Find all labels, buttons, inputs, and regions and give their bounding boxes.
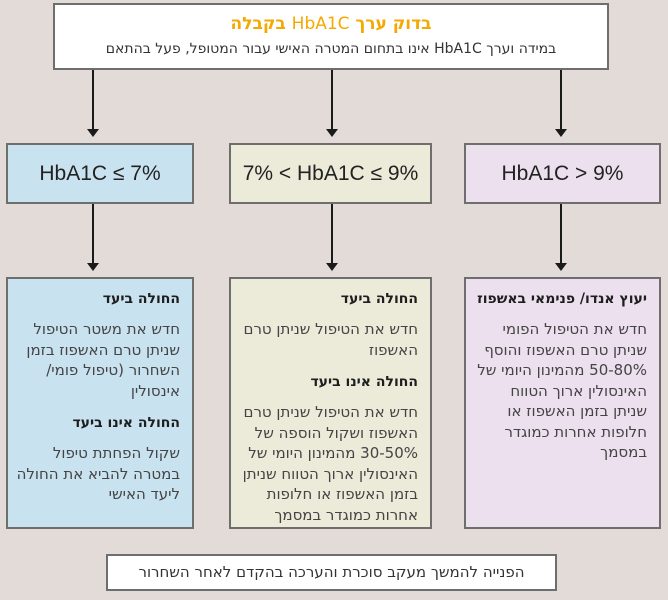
condition-label: HbA1C ≤ 7% xyxy=(39,161,161,185)
condition-label: HbA1C > 9% xyxy=(501,161,624,185)
arrow-down-icon xyxy=(87,204,99,271)
section-text: חדש את הטיפול שניתן טרם האשפוז ושקול הוס… xyxy=(242,403,418,524)
arrow-down-icon xyxy=(555,70,567,137)
section-text: חדש את הטיפול הפומי שניתן טרם האשפוז והו… xyxy=(477,320,647,461)
section-heading: החולה אינו ביעד xyxy=(72,415,180,431)
header-title-term: HbA1C xyxy=(291,14,350,34)
arrow-down-icon xyxy=(87,70,99,137)
detail-box-mid: החולה ביעד חדש את הטיפול שניתן טרם האשפו… xyxy=(229,277,432,529)
section-heading: החולה אינו ביעד xyxy=(310,374,418,390)
condition-box-mid: 7% < HbA1C ≤ 9% xyxy=(229,143,432,204)
condition-box-low: HbA1C ≤ 7% xyxy=(6,143,194,204)
footer-box: הפנייה להמשך מעקב סוכרת והערכה בהקדם לאח… xyxy=(106,554,557,591)
header-subtitle: במידה וערך HbA1C אינו בתחום המטרה האישי … xyxy=(105,41,557,57)
section-heading: החולה ביעד xyxy=(102,291,180,307)
footer-text: הפנייה להמשך מעקב סוכרת והערכה בהקדם לאח… xyxy=(138,563,525,581)
header-box: בדוק ערך HbA1C בקבלה במידה וערך HbA1C אי… xyxy=(53,3,609,70)
condition-label: 7% < HbA1C ≤ 9% xyxy=(242,161,419,185)
arrow-down-icon xyxy=(326,204,338,271)
arrow-down-icon xyxy=(326,70,338,137)
detail-box-low: החולה ביעד חדש את משטר הטיפול שניתן טרם … xyxy=(6,277,194,529)
section-text: חדש את הטיפול שניתן טרם האשפוז xyxy=(243,320,418,359)
header-title-prefix: בדוק ערך xyxy=(355,14,432,34)
section-heading: יעוץ אנדו/ פנימאי באשפוז xyxy=(477,291,647,307)
section-text: שקול הפחתת טיפול במטרה להביא את החולה לי… xyxy=(16,444,180,503)
section-heading: החולה ביעד xyxy=(340,291,418,307)
header-title-suffix: בקבלה xyxy=(230,14,286,34)
arrow-down-icon xyxy=(555,204,567,271)
condition-box-high: HbA1C > 9% xyxy=(464,143,661,204)
section-text: חדש את משטר הטיפול שניתן טרם האשפוז בזמן… xyxy=(26,320,180,400)
header-title: בדוק ערך HbA1C בקבלה xyxy=(55,13,607,35)
detail-box-high: יעוץ אנדו/ פנימאי באשפוז חדש את הטיפול ה… xyxy=(464,277,661,529)
